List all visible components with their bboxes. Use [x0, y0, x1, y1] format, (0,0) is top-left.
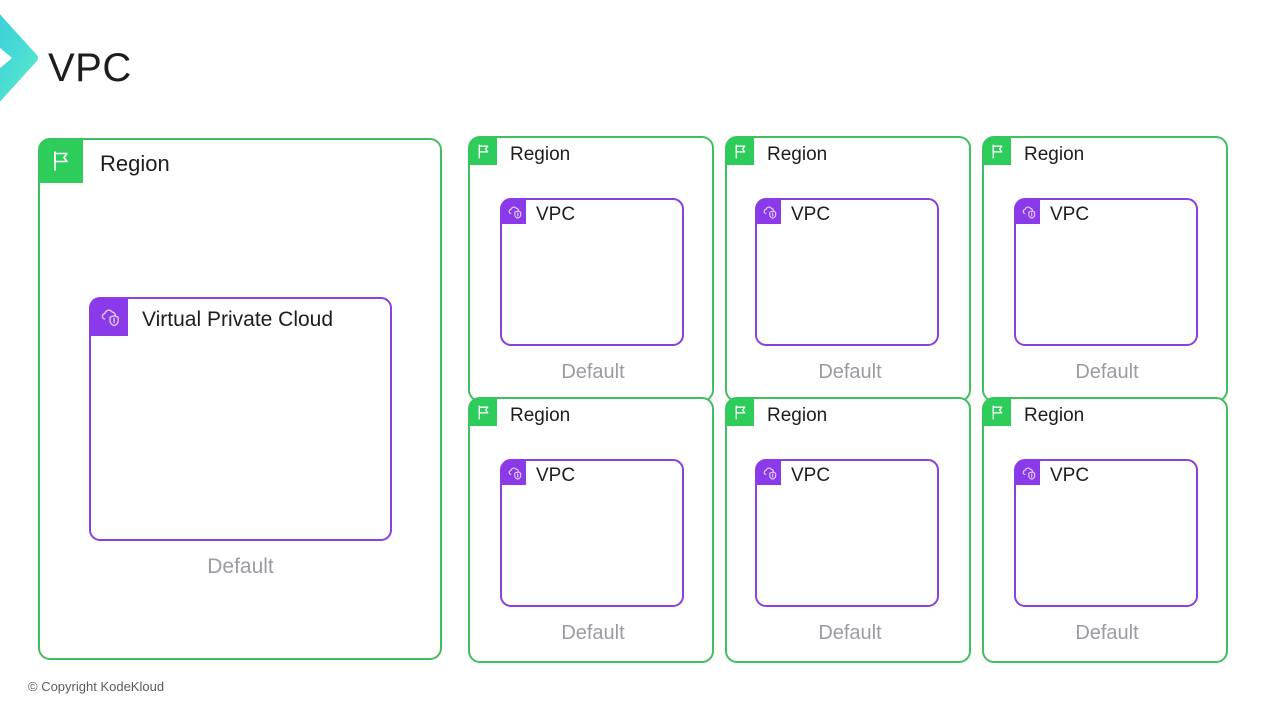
region-card[interactable]: Region VPC Default	[468, 136, 714, 402]
region-title: Region	[767, 405, 828, 426]
vpc-title: VPC	[791, 465, 831, 486]
vpc-box[interactable]: VPC	[500, 459, 684, 607]
region-title: Region	[100, 151, 170, 176]
vpc-caption: Default	[207, 555, 274, 578]
region-title: Region	[510, 405, 571, 426]
vpc-title: VPC	[791, 204, 831, 225]
cloud-lock-icon	[90, 298, 128, 336]
cloud-lock-icon	[501, 199, 526, 224]
vpc-title: Virtual Private Cloud	[142, 308, 334, 331]
vpc-title: VPC	[1050, 465, 1090, 486]
region-title: Region	[1024, 405, 1085, 426]
vpc-caption: Default	[561, 361, 625, 383]
region-card[interactable]: Region VPC Default	[982, 136, 1228, 402]
vpc-box[interactable]: VPC	[1014, 198, 1198, 346]
cloud-lock-icon	[501, 460, 526, 485]
vpc-caption: Default	[818, 622, 882, 644]
page-header: VPC	[0, 0, 1280, 112]
region-card[interactable]: Region VPC Default	[982, 397, 1228, 663]
chevron-logo-icon	[0, 8, 42, 108]
vpc-box[interactable]: VPC	[500, 198, 684, 346]
vpc-caption: Default	[1075, 361, 1139, 383]
vpc-caption: Default	[818, 361, 882, 383]
region-card[interactable]: Region VPC Default	[725, 397, 971, 663]
vpc-title: VPC	[1050, 204, 1090, 225]
vpc-caption: Default	[1075, 622, 1139, 644]
region-card-featured[interactable]: Region Virtual Private Cloud Default	[38, 138, 442, 660]
vpc-box-featured[interactable]: Virtual Private Cloud	[89, 297, 392, 541]
vpc-box[interactable]: VPC	[755, 198, 939, 346]
vpc-box[interactable]: VPC	[1014, 459, 1198, 607]
diagram-canvas: Region Virtual Private Cloud Default Reg…	[0, 112, 1280, 672]
vpc-title: VPC	[536, 204, 576, 225]
page-title: VPC	[48, 46, 132, 90]
vpc-title: VPC	[536, 465, 576, 486]
flag-icon	[39, 139, 83, 183]
region-title: Region	[767, 144, 828, 165]
vpc-box[interactable]: VPC	[755, 459, 939, 607]
region-card[interactable]: Region VPC Default	[725, 136, 971, 402]
flag-icon	[469, 137, 497, 165]
cloud-lock-icon	[1015, 199, 1040, 224]
region-card[interactable]: Region VPC Default	[468, 397, 714, 663]
vpc-caption: Default	[561, 622, 625, 644]
cloud-lock-icon	[756, 460, 781, 485]
cloud-lock-icon	[756, 199, 781, 224]
flag-icon	[469, 398, 497, 426]
flag-icon	[983, 137, 1011, 165]
cloud-lock-icon	[1015, 460, 1040, 485]
copyright-notice: © Copyright KodeKloud	[28, 679, 165, 694]
flag-icon	[983, 398, 1011, 426]
flag-icon	[726, 137, 754, 165]
flag-icon	[726, 398, 754, 426]
region-title: Region	[510, 144, 571, 165]
region-title: Region	[1024, 144, 1085, 165]
